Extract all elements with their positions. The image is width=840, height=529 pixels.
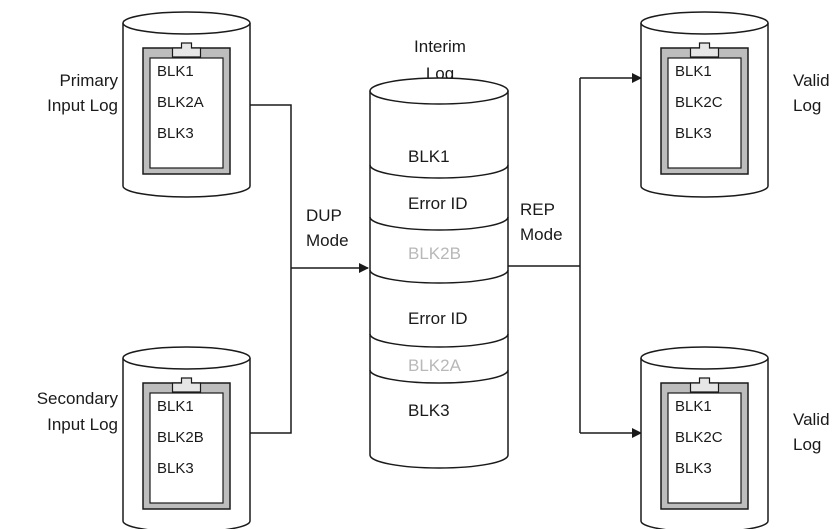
interim-cylinder-top <box>369 77 509 105</box>
interim-cylinder-body <box>369 91 509 469</box>
primary-log-clip-icon <box>171 42 202 58</box>
secondary-label-line1: Secondary <box>37 389 119 408</box>
primary-label-line2: Input Log <box>47 96 118 115</box>
interim-divider-5 <box>369 369 509 384</box>
primary-log-block-2: BLK2A <box>157 94 204 111</box>
interim-segment-3: BLK2B <box>408 244 461 263</box>
primary-log-block-1: BLK1 <box>157 63 194 80</box>
interim-segment-6: BLK3 <box>408 401 450 420</box>
valid-bottom-log-clipboard-paper <box>667 392 742 504</box>
interim-segment-4: Error ID <box>408 309 468 328</box>
valid-bottom-label-line1: Valid <box>793 410 830 429</box>
secondary-log-disk-top <box>122 346 251 370</box>
interim-divider-1 <box>369 164 509 179</box>
primary-log-disk-top <box>122 11 251 35</box>
valid-top-label-line1: Valid <box>793 71 830 90</box>
secondary-log-clip-icon <box>171 377 202 393</box>
valid-top-log-block-1: BLK1 <box>675 63 712 80</box>
valid-top-log-block-2: BLK2C <box>675 94 723 111</box>
secondary-log-clipboard-paper <box>149 392 224 504</box>
primary-log-clipboard-paper <box>149 57 224 169</box>
valid-bottom-log-block-2: BLK2C <box>675 429 723 446</box>
rep-mode-label-line2: Mode <box>520 225 563 244</box>
secondary-log-block-1: BLK1 <box>157 398 194 415</box>
valid-bottom-log-block-3: BLK3 <box>675 460 712 477</box>
interim-divider-4 <box>369 333 509 348</box>
interim-segment-5: BLK2A <box>408 356 462 375</box>
valid-bottom-log-block-1: BLK1 <box>675 398 712 415</box>
interim-segment-1: BLK1 <box>408 147 450 166</box>
rep-mode-label-line1: REP <box>520 200 555 219</box>
dup-mode-label-line1: DUP <box>306 206 342 225</box>
valid-bottom-log-clip-icon <box>689 377 720 393</box>
valid-top-label-line2: Log <box>793 96 821 115</box>
valid-bottom-label-line2: Log <box>793 435 821 454</box>
valid-top-log-clip-icon <box>689 42 720 58</box>
valid-top-log-block-3: BLK3 <box>675 125 712 142</box>
valid-top-log-clipboard-paper <box>667 57 742 169</box>
interim-segment-2: Error ID <box>408 194 468 213</box>
primary-label-line1: Primary <box>59 71 118 90</box>
valid-bottom-log-disk-top <box>640 346 769 370</box>
secondary-label-line2: Input Log <box>47 415 118 434</box>
interim-divider-2 <box>369 216 509 231</box>
interim-divider-3 <box>369 269 509 284</box>
dup-connector <box>250 104 369 434</box>
primary-log-block-3: BLK3 <box>157 125 194 142</box>
dup-mode-label-line2: Mode <box>306 231 349 250</box>
secondary-log-block-3: BLK3 <box>157 460 194 477</box>
rep-connector <box>508 73 642 438</box>
valid-top-log-disk-top <box>640 11 769 35</box>
secondary-log-block-2: BLK2B <box>157 429 204 446</box>
interim-label-line1: Interim <box>414 37 466 56</box>
